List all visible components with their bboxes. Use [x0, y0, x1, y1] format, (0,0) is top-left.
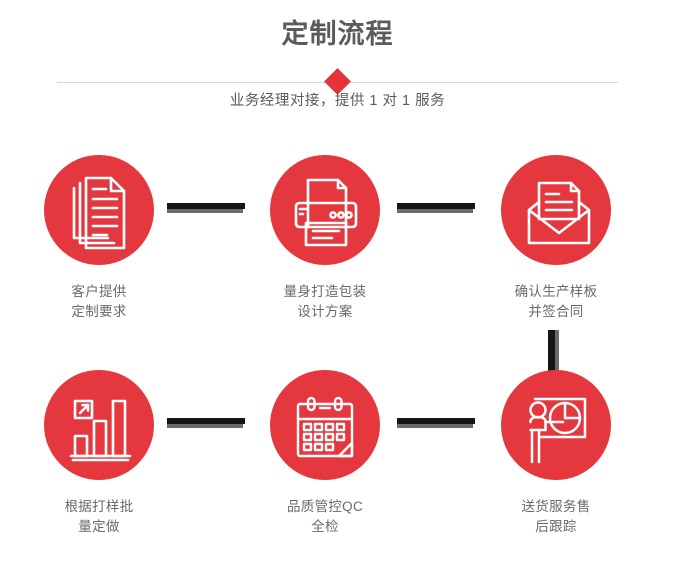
flow-step-3-label: 确认生产样板 并签合同: [514, 284, 598, 319]
flow-step-5-circle: [270, 370, 380, 480]
connector-bar: [397, 418, 475, 424]
header-section: 定制流程 业务经理对接，提供 1 对 1 服务: [0, 0, 675, 130]
flow-step-2-label: 量身打造包装 设计方案: [283, 284, 367, 319]
connector-bar-shadow: [397, 424, 473, 428]
flow-step-1-label: 客户提供 定制要求: [71, 284, 127, 319]
connector-bar-shadow: [555, 330, 559, 371]
flow-connector-3: [167, 418, 245, 429]
divider: [57, 68, 618, 95]
page-subtitle: 业务经理对接，提供 1 对 1 服务: [229, 93, 446, 109]
connector-bar-shadow: [167, 209, 243, 213]
flow-step-4[interactable]: 根据打样批 量定做: [19, 365, 179, 565]
flow-step-4-label: 根据打样批 量定做: [64, 499, 134, 534]
flow-step-5-label: 品质管控QC 全检: [286, 499, 364, 534]
flow-step-1[interactable]: 客户提供 定制要求: [19, 150, 179, 350]
calendar-icon: [296, 396, 354, 458]
flow-step-1-circle: [44, 155, 154, 265]
page-title: 定制流程: [281, 19, 394, 49]
flow-step-6[interactable]: 送货服务售 后跟踪: [476, 365, 636, 565]
bar-chart-growth-icon: [69, 399, 132, 462]
flow-connector-2: [397, 203, 475, 214]
flow-row-top: 客户提供 定制要求: [0, 150, 675, 365]
flow-step-4-circle: [44, 370, 154, 480]
connector-bar: [397, 203, 475, 209]
printer-icon: [294, 178, 358, 247]
flow-step-6-label: 送货服务售 后跟踪: [521, 499, 591, 534]
flow-step-5[interactable]: 品质管控QC 全检: [245, 365, 405, 565]
connector-bar: [548, 330, 555, 372]
flow-step-3-circle: [501, 155, 611, 265]
flow-step-3[interactable]: 确认生产样板 并签合同: [476, 150, 636, 350]
flow-step-6-circle: [501, 370, 611, 480]
connector-bar: [167, 418, 245, 424]
connector-bar-shadow: [397, 209, 473, 213]
flow-connector-1: [167, 203, 245, 214]
flow-step-2-circle: [270, 155, 380, 265]
flow-row-bottom: 根据打样批 量定做: [0, 365, 675, 580]
flow-step-2[interactable]: 量身打造包装 设计方案: [245, 150, 405, 350]
connector-bar-shadow: [167, 424, 243, 428]
connector-bar: [167, 203, 245, 209]
process-flow: 客户提供 定制要求: [0, 150, 675, 550]
flow-connector-4: [397, 418, 475, 429]
presentation-pie-chart-icon: [529, 397, 587, 464]
documents-stack-icon: [72, 176, 126, 250]
flow-connector-vertical: [548, 330, 559, 372]
envelope-letter-icon: [527, 181, 591, 245]
